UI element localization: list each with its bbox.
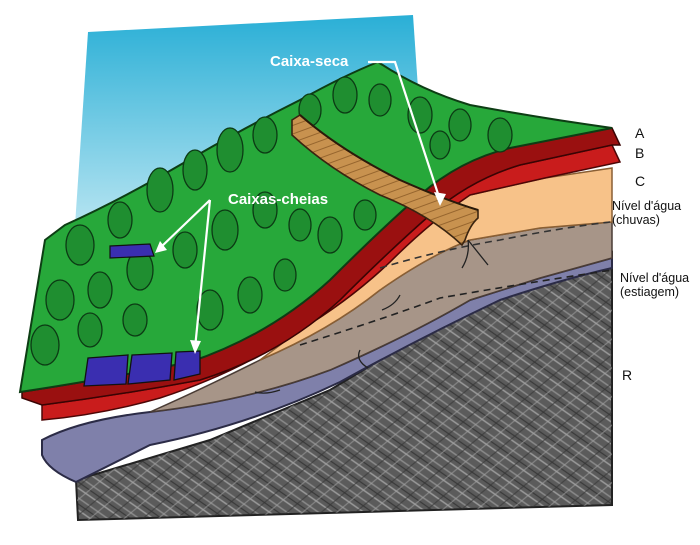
callout-arrows (159, 60, 442, 349)
label-horizon-r: R (622, 367, 632, 383)
full-pond-upper (109, 243, 155, 259)
callout-full-ponds: Caixas-cheias (228, 191, 328, 208)
water-level-dry-line (299, 269, 613, 346)
label-water-level-rainy-1: Nível d'água (612, 199, 681, 213)
label-horizon-c: C (635, 173, 645, 189)
water-level-rainy-line (379, 221, 611, 269)
label-horizon-b: B (635, 145, 644, 161)
callout-dry-pond: Caixa-seca (270, 53, 349, 70)
label-horizon-a: A (635, 125, 645, 141)
label-water-level-dry-2: (estiagem) (620, 285, 679, 299)
infiltration-arrows (254, 239, 489, 394)
label-water-level-dry-1: Nível d'água (620, 271, 689, 285)
tree-canopy (30, 76, 513, 366)
bedrock-hatch-overlay (76, 252, 612, 520)
callout-arrowheads (155, 192, 446, 354)
full-ponds-lower (83, 350, 201, 387)
dry-pond-rim (299, 114, 479, 211)
label-water-level-rainy-2: (chuvas) (612, 213, 660, 227)
